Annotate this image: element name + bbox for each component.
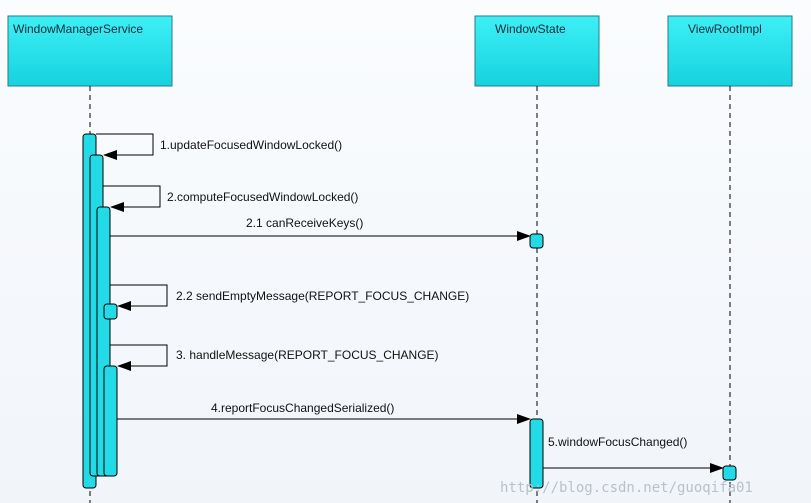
activations-window-manager-service xyxy=(82,133,118,489)
self-call-arrow xyxy=(110,344,168,371)
message-2-1-call[interactable]: 2.1 canReceiveKeys() xyxy=(110,216,531,241)
participant-window-state[interactable]: WindowState xyxy=(474,15,600,87)
message-2-2-self-call[interactable]: 2.2 sendEmptyMessage(REPORT_FOCUS_CHANGE… xyxy=(110,284,469,311)
participant-label: WindowManagerService xyxy=(13,22,143,36)
message-label: 2.computeFocusedWindowLocked() xyxy=(167,190,358,204)
message-2-self-call[interactable]: 2.computeFocusedWindowLocked() xyxy=(103,185,358,212)
participant-label: ViewRootImpl xyxy=(688,22,762,36)
message-label: 3. handleMessage(REPORT_FOCUS_CHANGE) xyxy=(176,348,439,362)
message-label: 4.reportFocusChangedSerialized() xyxy=(211,401,394,415)
message-1-self-call[interactable]: 1.updateFocusedWindowLocked() xyxy=(96,133,342,160)
activation-bar xyxy=(103,365,118,477)
participant-view-root-impl[interactable]: ViewRootImpl xyxy=(667,15,793,87)
activation-bar xyxy=(722,465,737,481)
participant-window-manager-service[interactable]: WindowManagerService xyxy=(7,15,173,87)
participant-label: WindowState xyxy=(495,22,566,36)
activation-bar xyxy=(529,418,544,489)
self-call-arrow xyxy=(110,284,168,311)
self-call-arrow xyxy=(96,133,154,160)
message-3-self-call[interactable]: 3. handleMessage(REPORT_FOCUS_CHANGE) xyxy=(110,344,439,371)
watermark-text: http://blog.csdn.net/guoqifa01 xyxy=(500,480,753,496)
message-label: 2.1 canReceiveKeys() xyxy=(246,216,363,230)
message-5-call[interactable]: 5.windowFocusChanged() xyxy=(543,435,724,473)
message-label: 5.windowFocusChanged() xyxy=(548,435,687,449)
activation-bar xyxy=(529,233,544,249)
message-label: 2.2 sendEmptyMessage(REPORT_FOCUS_CHANGE… xyxy=(176,289,469,303)
self-call-arrow xyxy=(103,185,161,212)
message-label: 1.updateFocusedWindowLocked() xyxy=(160,138,342,152)
message-4-call[interactable]: 4.reportFocusChangedSerialized() xyxy=(117,401,531,424)
activation-bar xyxy=(103,303,118,320)
